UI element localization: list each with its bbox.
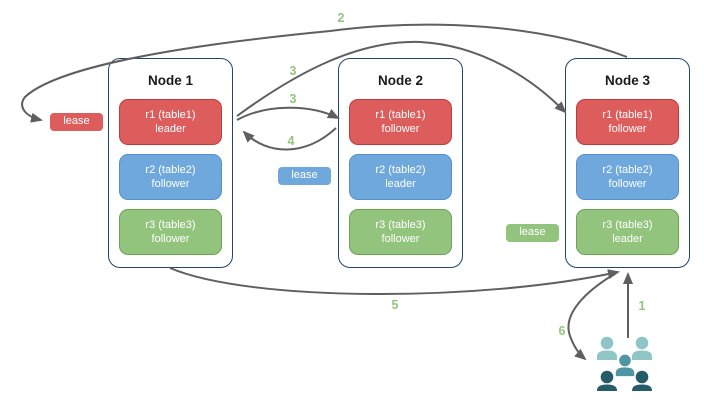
replica-name: r2 (table2) [375, 164, 426, 176]
replica-name: r2 (table2) [145, 164, 196, 176]
replica-name: r3 (table3) [375, 218, 426, 231]
replica-name: r3 (table3) [145, 218, 196, 231]
step-label-4: 4 [287, 134, 295, 148]
arrow-step-3-to-node2 [236, 106, 340, 121]
replica-role: follower [381, 123, 420, 135]
node-title: Node 3 [604, 73, 650, 88]
node2-replica-r3: r3 (table3) follower [349, 208, 452, 255]
step-label-3a: 3 [289, 64, 297, 78]
replica-role: leader [155, 123, 186, 135]
replica-role: follower [608, 178, 647, 190]
users-group-icon [597, 336, 652, 391]
step-label-1: 1 [638, 299, 646, 313]
node3-replica-r3: r3 (table3) leader [576, 208, 679, 255]
replica-role: follower [381, 232, 420, 245]
node1-replica-r2: r2 (table2) follower [119, 154, 222, 200]
node-title: Node 2 [377, 73, 423, 88]
replica-role: follower [151, 232, 190, 245]
step-label-5: 5 [391, 298, 399, 312]
lease-badge-table1: lease [49, 112, 104, 132]
replica-role: follower [151, 178, 190, 190]
node3-replica-r1: r1 (table1) follower [576, 99, 679, 145]
node-title: Node 1 [147, 73, 193, 88]
arrow-step-5 [169, 267, 620, 295]
node1-replica-r1: r1 (table1) leader [119, 99, 222, 145]
node3-replica-r2: r2 (table2) follower [576, 154, 679, 200]
replica-name: r2 (table2) [602, 164, 653, 176]
step-label-6: 6 [558, 324, 566, 338]
replica-role: leader [612, 232, 643, 245]
node-2: Node 2 r1 (table1) follower r2 (table2) … [338, 58, 463, 268]
step-label-2: 2 [337, 11, 345, 25]
replica-name: r1 (table1) [145, 109, 196, 121]
lease-badge-table3: lease [505, 223, 560, 243]
step-label-3b: 3 [289, 92, 297, 106]
lease-badge-table2: lease [277, 166, 332, 186]
node2-replica-r2: r2 (table2) leader [349, 154, 452, 200]
replica-role: follower [608, 123, 647, 135]
replica-name: r1 (table1) [602, 109, 653, 121]
node-3: Node 3 r1 (table1) follower r2 (table2) … [565, 58, 690, 268]
node1-replica-r3: r3 (table3) follower [119, 208, 222, 255]
node2-replica-r1: r1 (table1) follower [349, 99, 452, 145]
replica-role: leader [385, 178, 416, 190]
replica-name: r3 (table3) [602, 218, 653, 231]
replica-name: r1 (table1) [375, 109, 426, 121]
node-1: Node 1 r1 (table1) leader r2 (table2) fo… [108, 58, 233, 268]
